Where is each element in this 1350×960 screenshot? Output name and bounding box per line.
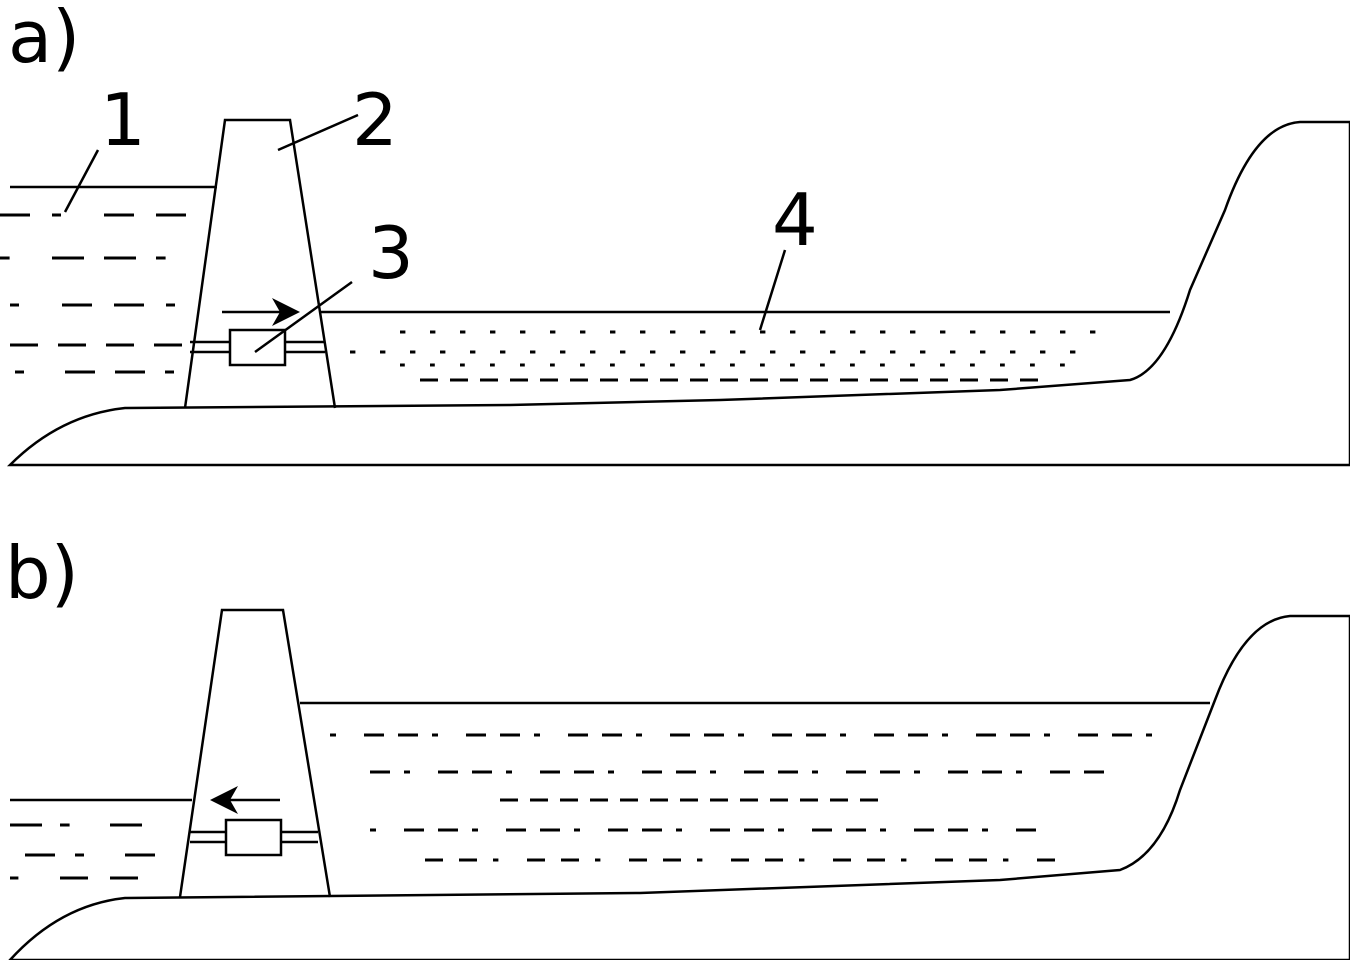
callout-2: 2 [352, 78, 398, 162]
arrow-left-icon [210, 786, 280, 814]
pump-turbine-b [190, 818, 318, 857]
dam-a [183, 118, 337, 409]
arrow-right-icon [222, 298, 300, 326]
panel-a-label: a) [8, 0, 80, 79]
water-dashes-b [10, 733, 1152, 880]
ground-a [6, 120, 1350, 467]
callout-1: 1 [100, 78, 146, 162]
water-dashes-a [0, 213, 1096, 382]
pump-turbine-a [190, 328, 325, 367]
panel-b: b) [5, 531, 1350, 960]
ground-b [8, 614, 1350, 960]
panel-a: a) 1 2 3 4 [0, 0, 1350, 467]
callout-3: 3 [368, 211, 414, 295]
dam-b [178, 608, 332, 898]
callout-leaders-a [63, 113, 787, 354]
callout-4: 4 [772, 178, 818, 262]
panel-b-label: b) [5, 531, 79, 615]
